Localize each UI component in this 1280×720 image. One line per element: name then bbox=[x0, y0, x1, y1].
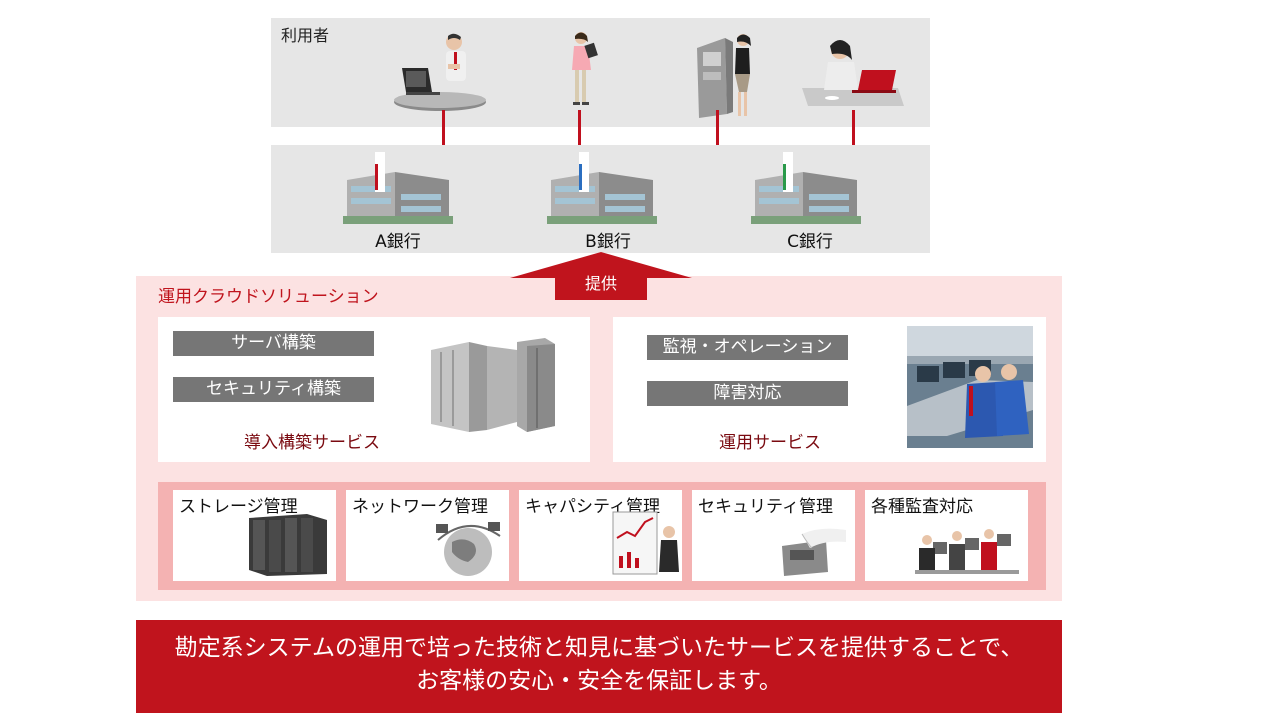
ops-service-caption: 運用サービス bbox=[719, 433, 821, 453]
fingerprint-scanner-icon bbox=[782, 528, 846, 576]
globe-network-icon bbox=[436, 522, 501, 576]
mgmt-card-label: ネットワーク管理 bbox=[352, 497, 488, 517]
connector-line bbox=[578, 110, 581, 146]
bank-label-a: A銀行 bbox=[375, 232, 421, 252]
summary-banner: 勘定系システムの運用で培った技術と知見に基づいたサービスを提供することで、 お客… bbox=[136, 620, 1062, 713]
connector-line bbox=[852, 110, 855, 146]
operators-room-icon bbox=[907, 326, 1033, 448]
bank-building-icon bbox=[547, 152, 657, 224]
mgmt-card-storage: ストレージ管理 bbox=[173, 490, 336, 581]
summary-line-2: お客様の安心・安全を保証します。 bbox=[416, 668, 782, 694]
mgmt-card-security: セキュリティ管理 bbox=[692, 490, 855, 581]
server-cabinet-icon bbox=[431, 338, 555, 432]
bank-building-icon bbox=[751, 152, 861, 224]
intro-service-caption: 導入構築サービス bbox=[244, 433, 380, 453]
provide-arrow-icon bbox=[510, 252, 692, 300]
monitoring-item: 監視・オペレーション bbox=[647, 335, 848, 360]
mgmt-card-label: セキュリティ管理 bbox=[698, 497, 833, 517]
solution-title: 運用クラウドソリューション bbox=[158, 287, 379, 307]
bank-label-b: B銀行 bbox=[585, 232, 631, 252]
user-woman-tablet-icon bbox=[572, 32, 598, 105]
office-workers-icon bbox=[915, 529, 1019, 574]
user-woman-laptop-icon bbox=[802, 40, 904, 106]
summary-line-1: 勘定系システムの運用で培った技術と知見に基づいたサービスを提供することで、 bbox=[174, 635, 1024, 661]
security-build-item: セキュリティ構築 bbox=[173, 377, 374, 402]
storage-rack-icon bbox=[249, 514, 327, 576]
incident-item: 障害対応 bbox=[647, 381, 848, 406]
user-atm-icon bbox=[697, 34, 751, 118]
server-build-item: サーバ構築 bbox=[173, 331, 374, 356]
user-man-desk-icon bbox=[394, 33, 486, 111]
presentation-chart-icon bbox=[612, 511, 679, 575]
mgmt-card-label: 各種監査対応 bbox=[871, 497, 973, 517]
mgmt-card-audit: 各種監査対応 bbox=[865, 490, 1028, 581]
users-label: 利用者 bbox=[281, 26, 330, 45]
bank-label-c: C銀行 bbox=[787, 232, 833, 252]
bank-building-icon bbox=[343, 152, 453, 224]
users-band bbox=[271, 18, 930, 127]
mgmt-card-label: ストレージ管理 bbox=[179, 497, 298, 517]
mgmt-card-capacity: キャパシティ管理 bbox=[519, 490, 682, 581]
provide-label: 提供 bbox=[584, 274, 617, 293]
mgmt-card-network: ネットワーク管理 bbox=[346, 490, 509, 581]
connector-line bbox=[716, 110, 719, 146]
connector-line bbox=[442, 110, 445, 146]
